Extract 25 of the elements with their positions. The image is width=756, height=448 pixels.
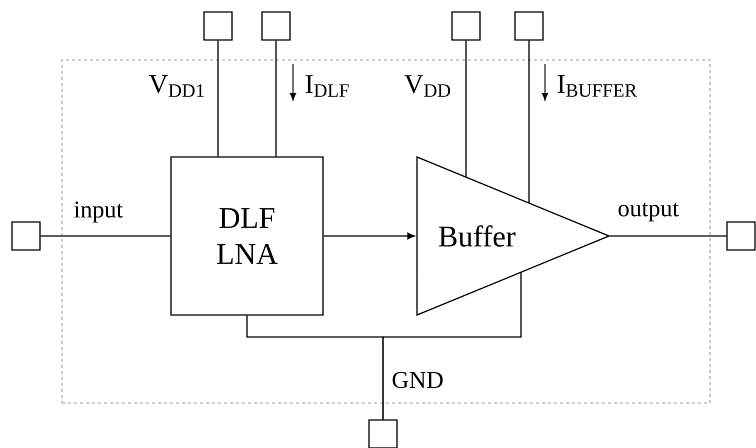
signal-label: V$_{DD}$ — [404, 75, 450, 97]
terminal-pad — [726, 221, 756, 251]
arrow — [324, 232, 415, 240]
terminal-pad — [11, 221, 41, 251]
lna-block: DLF LNA — [170, 156, 324, 316]
wire — [528, 40, 530, 204]
terminal-pad — [451, 11, 481, 41]
wire — [217, 40, 219, 156]
terminal-pad — [368, 419, 398, 448]
terminal-pad — [514, 11, 544, 41]
port-label: output — [618, 202, 679, 222]
signal-label: I$_{BUFFER}$ — [558, 75, 638, 97]
port-label: input — [74, 202, 123, 222]
signal-label: V$_{DD1}$ — [148, 75, 204, 97]
terminal-pad — [203, 11, 233, 41]
signal-label: I$_{DLF}$ — [306, 75, 349, 97]
wire — [275, 40, 277, 156]
terminal-pad — [261, 11, 291, 41]
wire — [465, 40, 467, 178]
wire — [40, 235, 170, 237]
port-label: GND — [392, 372, 443, 388]
amplifier-triangle: Buffer — [416, 156, 611, 316]
ground-wire — [382, 272, 522, 420]
dashed-boundary — [62, 60, 710, 404]
wire — [610, 235, 726, 237]
